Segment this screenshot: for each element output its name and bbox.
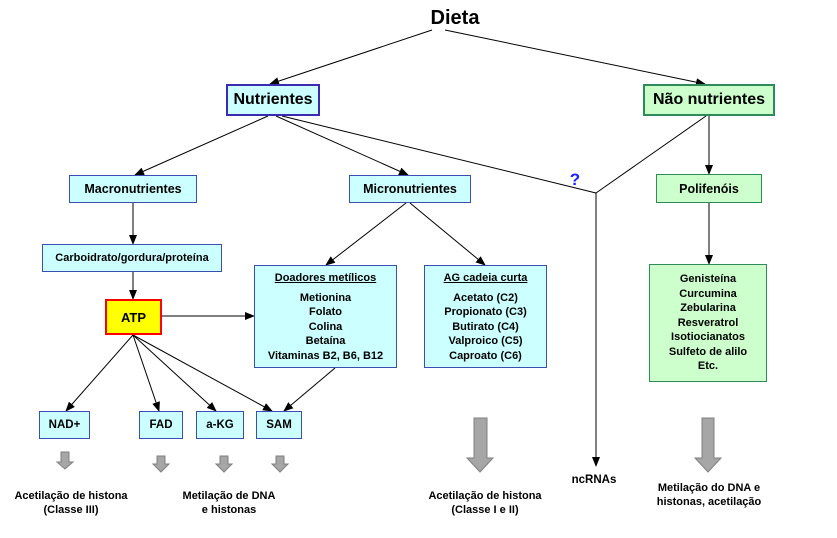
edge-micro-doadores <box>325 202 407 266</box>
node-micronutrientes-label: Micronutrientes <box>363 182 457 196</box>
edge-atp-nad <box>65 334 134 412</box>
node-nutrientes-label: Nutrientes <box>233 91 313 108</box>
edge-atp-fad <box>132 334 160 412</box>
down-arrow-akg <box>214 455 234 473</box>
node-sam-label: SAM <box>266 419 292 431</box>
outcome-acetilacao-classe12-line2: (Classe I e II) <box>451 504 519 516</box>
ag-item-caproato: Caproato (C6) <box>449 349 522 362</box>
ag-item-propionato: Propionato (C3) <box>444 306 527 318</box>
polifenois-item-resveratrol: Resveratrol <box>677 316 739 329</box>
edge-nutrientes-ncrna-path <box>281 115 597 194</box>
node-doadores-metilicos: Doadores metílicos Metionina Folato Coli… <box>254 265 397 368</box>
node-nad-label: NAD+ <box>48 419 81 431</box>
node-fad: FAD <box>139 411 183 439</box>
node-carboidrato-label: Carboidrato/gordura/proteína <box>55 252 209 264</box>
edge-nutrientes-micro <box>275 115 409 176</box>
polifenois-item-zebularina: Zebularina <box>680 302 736 315</box>
edge-nutrientes-macro <box>134 115 269 176</box>
edge-doadores-sam <box>283 367 336 412</box>
polifenois-item-sulfeto: Sulfeto de alilo <box>668 345 748 358</box>
edge-atp-akg <box>132 334 217 412</box>
node-polifenois-label: Polifenóis <box>679 181 739 196</box>
node-nao-nutrientes-label: Não nutrientes <box>652 91 765 108</box>
doadores-item-vitaminas: Vitaminas B2, B6, B12 <box>267 349 384 362</box>
down-arrow-sam <box>270 455 290 473</box>
edge-micro-ag <box>409 202 486 266</box>
node-nad: NAD+ <box>39 411 90 439</box>
node-akg: a-KG <box>196 411 244 439</box>
doadores-item-folato: Folato <box>309 306 342 318</box>
outcome-metilacao-dna-acetilacao: Metilação do DNA e histonas, acetilação <box>644 481 774 509</box>
node-nao-nutrientes: Não nutrientes <box>643 84 775 116</box>
node-akg-label: a-KG <box>206 419 234 431</box>
node-nutrientes: Nutrientes <box>226 84 320 116</box>
ag-item-valproico: Valproico (C5) <box>448 335 523 347</box>
down-arrow-nad <box>55 451 75 470</box>
down-arrow-polifenois <box>693 417 723 473</box>
node-sam: SAM <box>256 411 302 439</box>
node-ag-cadeia-curta: AG cadeia curta Acetato (C2) Propionato … <box>424 265 547 368</box>
node-macronutrientes: Macronutrientes <box>69 175 197 203</box>
node-polifenois: Polifenóis <box>656 174 762 203</box>
outcome-acetilacao-classe12-line1: Acetilação de histona <box>428 490 542 502</box>
node-carboidrato: Carboidrato/gordura/proteína <box>42 244 222 272</box>
polifenois-item-genisteina: Genisteína <box>679 273 737 286</box>
outcome-acetilacao-classe3-line2: (Classe III) <box>43 504 99 516</box>
node-macronutrientes-label: Macronutrientes <box>84 182 182 196</box>
ag-item-acetato: Acetato (C2) <box>453 291 518 304</box>
doadores-item-colina: Colina <box>308 320 343 333</box>
node-polifenois-list: Genisteína Curcumina Zebularina Resverat… <box>649 264 767 382</box>
outcome-acetilacao-classe3: Acetilação de histona (Classe III) <box>0 489 142 517</box>
doadores-item-metionina: Metionina <box>299 291 352 304</box>
node-fad-label: FAD <box>149 419 173 431</box>
outcome-metilacao-dna-histonas-line1: Metilação de DNA <box>182 490 276 502</box>
edge-nao-nutrientes-ncrna-path <box>595 115 707 194</box>
node-atp: ATP <box>105 299 162 335</box>
polifenois-item-etc: Etc. <box>697 360 719 373</box>
node-atp-label: ATP <box>120 309 147 325</box>
doadores-title: Doadores metílicos <box>274 272 377 284</box>
outcome-metilacao-dna-histonas-line2: e histonas <box>201 504 257 516</box>
ag-item-butirato: Butirato (C4) <box>452 320 519 333</box>
down-arrow-fad <box>151 455 171 473</box>
question-mark: ? <box>569 170 581 189</box>
outcome-metilacao-dna-acetilacao-line2: histonas, acetilação <box>656 496 762 508</box>
outcome-acetilacao-classe12: Acetilação de histona (Classe I e II) <box>412 489 558 517</box>
polifenois-item-curcumina: Curcumina <box>679 287 737 300</box>
doadores-item-betaina: Betaína <box>305 335 346 347</box>
node-micronutrientes: Micronutrientes <box>349 175 471 203</box>
ag-title: AG cadeia curta <box>443 272 528 284</box>
polifenois-item-isotiocianatos: Isotiocianatos <box>671 331 745 344</box>
down-arrow-ag <box>465 417 495 473</box>
edge-atp-sam <box>132 334 273 412</box>
diagram-title: Dieta <box>430 7 480 29</box>
outcome-acetilacao-classe3-line1: Acetilação de histona <box>14 490 128 502</box>
edge-dieta-nutrientes <box>269 29 433 85</box>
ncrnas-label: ncRNAs <box>571 474 617 486</box>
outcome-metilacao-dna-histonas: Metilação de DNA e histonas <box>168 489 290 517</box>
edge-dieta-nao-nutrientes <box>444 29 706 87</box>
outcome-metilacao-dna-acetilacao-line1: Metilação do DNA e <box>657 482 761 494</box>
